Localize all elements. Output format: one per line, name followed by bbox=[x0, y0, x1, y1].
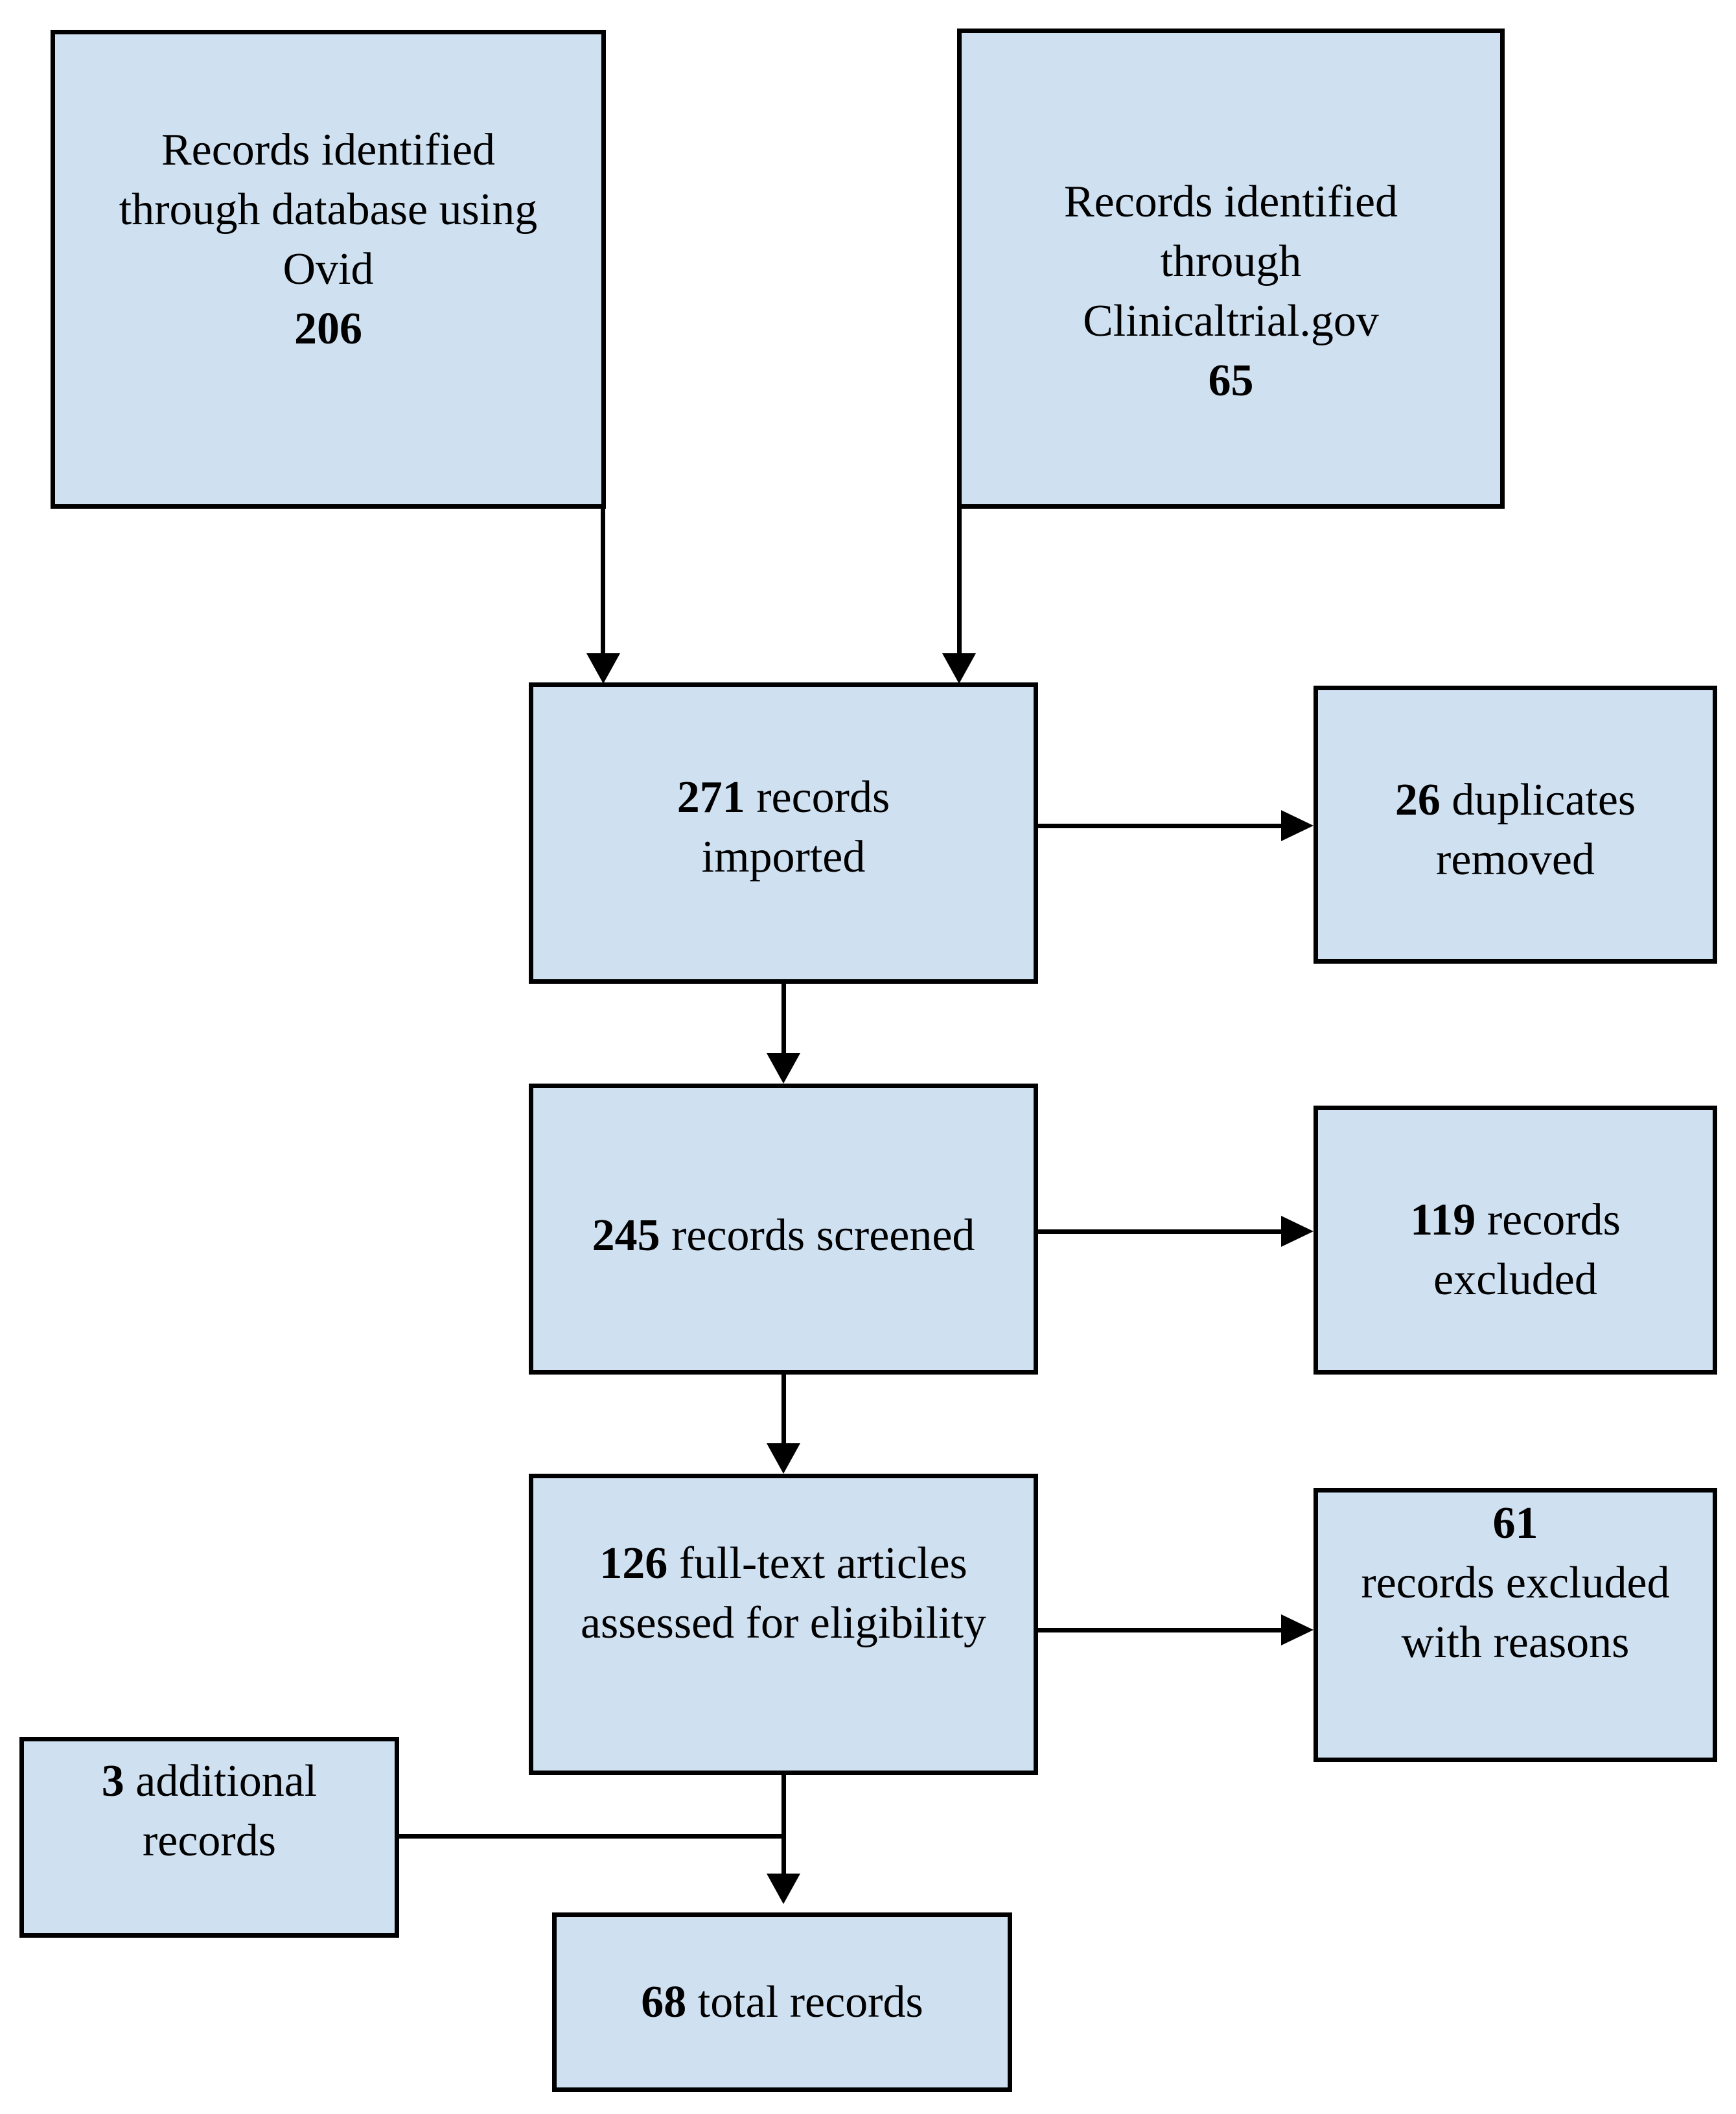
box-records-excluded-line1: 119 records bbox=[1410, 1194, 1621, 1245]
box-records-ovid-count: 206 bbox=[294, 303, 362, 354]
box-additional-records-line2: records bbox=[142, 1816, 276, 1866]
arrow-imported-to-screened-line bbox=[781, 984, 786, 1053]
box-excluded-with-reasons-line3: with reasons bbox=[1401, 1617, 1630, 1667]
arrow-clinicaltrial-to-imported-head bbox=[942, 653, 976, 684]
arrow-fulltext-to-total-head bbox=[767, 1874, 800, 1904]
box-additional-records: 3 additional records bbox=[19, 1737, 399, 1938]
arrow-screened-to-fulltext-line bbox=[781, 1375, 786, 1443]
arrow-imported-to-screened-head bbox=[767, 1053, 800, 1084]
box-records-ovid: Records identified through database usin… bbox=[51, 30, 606, 509]
box-records-clinicaltrial-line3: Clinicaltrial.gov bbox=[1083, 296, 1379, 346]
arrow-ovid-to-imported-line bbox=[601, 509, 605, 653]
box-total-records-line1: 68 total records bbox=[641, 1977, 923, 2027]
box-records-ovid-line1: Records identified bbox=[161, 124, 496, 175]
box-records-clinicaltrial: Records identified through Clinicaltrial… bbox=[957, 29, 1505, 509]
arrow-imported-to-duplicates-head bbox=[1281, 810, 1314, 841]
arrow-ovid-to-imported-head bbox=[586, 653, 620, 684]
box-fulltext-assessed-line2: assessed for eligibility bbox=[580, 1598, 986, 1648]
box-fulltext-assessed: 126 full-text articles assessed for elig… bbox=[529, 1474, 1038, 1775]
box-records-excluded-line2: excluded bbox=[1433, 1254, 1597, 1305]
box-records-ovid-line3: Ovid bbox=[283, 244, 374, 294]
arrow-imported-to-duplicates-line bbox=[1038, 824, 1281, 828]
connector-additional-to-total-line bbox=[399, 1834, 786, 1839]
arrow-fulltext-to-total-line bbox=[781, 1775, 786, 1874]
box-records-screened-line1: 245 records screened bbox=[592, 1210, 975, 1260]
box-excluded-with-reasons-line2: records excluded bbox=[1361, 1557, 1670, 1608]
box-duplicates-removed: 26 duplicates removed bbox=[1314, 686, 1717, 964]
box-records-ovid-line2: through database using bbox=[119, 184, 538, 235]
box-excluded-with-reasons: 61 records excluded with reasons bbox=[1314, 1488, 1717, 1762]
box-records-imported-line2: imported bbox=[701, 831, 866, 882]
box-duplicates-removed-line1: 26 duplicates bbox=[1395, 774, 1636, 825]
box-duplicates-removed-line2: removed bbox=[1436, 834, 1595, 885]
arrow-screened-to-fulltext-head bbox=[767, 1443, 800, 1474]
box-records-clinicaltrial-line2: through bbox=[1160, 236, 1302, 286]
box-records-imported-line1: 271 records bbox=[677, 772, 890, 822]
box-additional-records-line1: 3 additional bbox=[101, 1756, 318, 1806]
box-records-excluded: 119 records excluded bbox=[1314, 1106, 1717, 1375]
arrow-clinicaltrial-to-imported-line bbox=[957, 509, 962, 653]
box-records-clinicaltrial-line1: Records identified bbox=[1063, 176, 1398, 227]
arrow-fulltext-to-excluded-reasons-line bbox=[1038, 1628, 1281, 1632]
box-records-clinicaltrial-count: 65 bbox=[1208, 355, 1254, 406]
arrow-screened-to-excluded-line bbox=[1038, 1229, 1281, 1234]
box-records-imported: 271 records imported bbox=[529, 682, 1038, 984]
box-records-screened: 245 records screened bbox=[529, 1084, 1038, 1375]
arrow-screened-to-excluded-head bbox=[1281, 1216, 1314, 1247]
box-total-records: 68 total records bbox=[552, 1912, 1012, 2092]
arrow-fulltext-to-excluded-reasons-head bbox=[1281, 1614, 1314, 1645]
box-excluded-with-reasons-count: 61 bbox=[1492, 1498, 1538, 1548]
box-fulltext-assessed-line1: 126 full-text articles bbox=[599, 1539, 967, 1588]
